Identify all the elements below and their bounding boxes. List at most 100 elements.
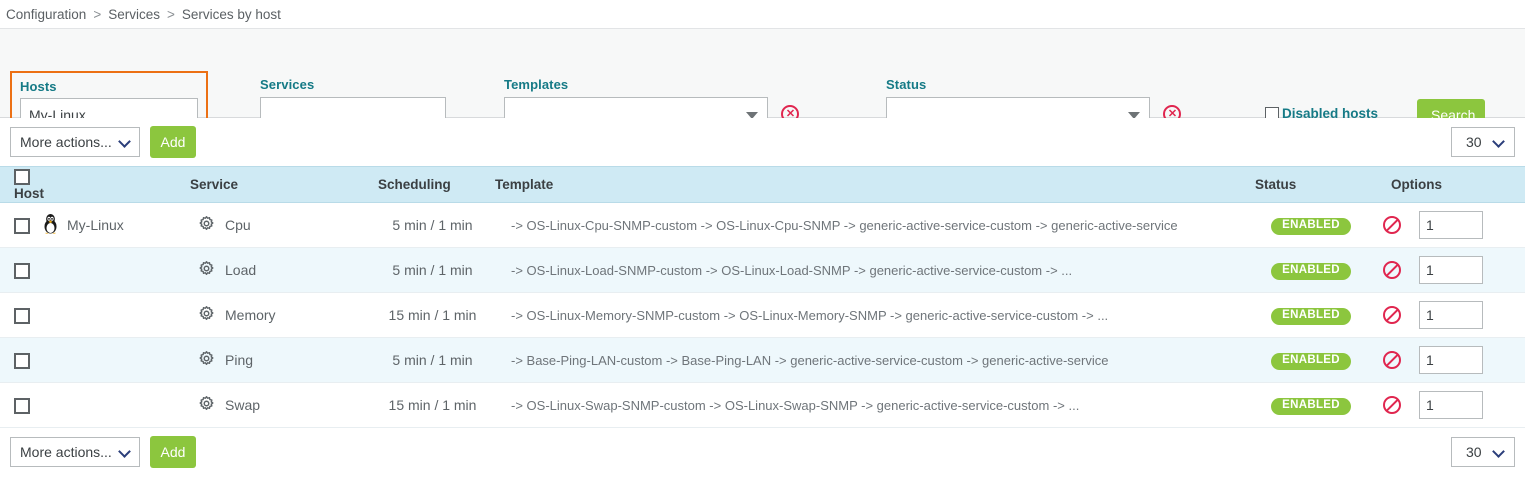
- service-cell: Memory: [190, 292, 370, 338]
- toolbar-top: More actions... Add 30: [0, 118, 1525, 166]
- host-cell: [42, 337, 190, 383]
- option-input[interactable]: [1419, 391, 1483, 419]
- template-cell: -> OS-Linux-Load-SNMP-custom -> OS-Linux…: [495, 247, 1255, 293]
- row-select-cell: [0, 292, 42, 338]
- scheduling-cell: 15 min / 1 min: [370, 292, 495, 338]
- status-badge: ENABLED: [1271, 397, 1351, 415]
- disable-icon[interactable]: [1383, 216, 1401, 234]
- template-cell: -> Base-Ping-LAN-custom -> Base-Ping-LAN…: [495, 337, 1255, 383]
- service-name[interactable]: Ping: [225, 352, 254, 368]
- column-header-host-spacer: [42, 166, 190, 203]
- breadcrumb-item-services-by-host[interactable]: Services by host: [181, 6, 281, 22]
- table-row: Load 5 min / 1 min -> OS-Linux-Load-SNMP…: [0, 247, 1525, 293]
- row-checkbox[interactable]: [14, 307, 30, 324]
- table-header: Host Service Scheduling Template Status …: [0, 166, 1525, 203]
- select-all-checkbox[interactable]: [14, 168, 30, 185]
- toolbar-bottom: More actions... Add 30: [0, 428, 1525, 476]
- chevron-down-icon: [1492, 445, 1505, 458]
- host-cell: [42, 247, 190, 293]
- scheduling-cell: 15 min / 1 min: [370, 382, 495, 428]
- filter-templates-label: Templates: [504, 77, 569, 92]
- options-cell: [1367, 292, 1525, 338]
- host-name[interactable]: My-Linux: [67, 217, 124, 233]
- breadcrumb-item-services[interactable]: Services: [108, 6, 160, 22]
- disable-icon[interactable]: [1383, 351, 1401, 369]
- linux-penguin-icon: [42, 213, 59, 237]
- service-name[interactable]: Swap: [225, 397, 261, 413]
- service-name[interactable]: Memory: [225, 307, 276, 323]
- table-row: Ping 5 min / 1 min -> Base-Ping-LAN-cust…: [0, 337, 1525, 383]
- more-actions-select-bottom[interactable]: More actions...: [10, 437, 140, 467]
- disable-icon[interactable]: [1383, 306, 1401, 324]
- filter-status-label: Status: [886, 77, 927, 92]
- table-body: My-Linux Cpu 5 min / 1 min -> OS-Linux-C…: [0, 202, 1525, 428]
- status-badge: ENABLED: [1271, 352, 1351, 370]
- row-checkbox[interactable]: [14, 217, 30, 234]
- option-input[interactable]: [1419, 346, 1483, 374]
- chevron-down-icon: [1128, 111, 1140, 119]
- gear-icon: [198, 395, 215, 415]
- breadcrumb-separator: >: [93, 6, 102, 22]
- column-header-host: Host: [14, 185, 44, 201]
- option-input[interactable]: [1419, 256, 1483, 284]
- column-header-template: Template: [495, 166, 1255, 203]
- template-cell: -> OS-Linux-Memory-SNMP-custom -> OS-Lin…: [495, 292, 1255, 338]
- status-cell: ENABLED: [1255, 337, 1367, 383]
- disabled-hosts-label: Disabled hosts: [1282, 106, 1379, 121]
- more-actions-label-top: More actions...: [20, 134, 112, 150]
- filter-hosts-label: Hosts: [20, 79, 57, 94]
- disable-icon[interactable]: [1383, 261, 1401, 279]
- service-name[interactable]: Cpu: [225, 217, 251, 233]
- page-size-select-bottom[interactable]: 30: [1451, 437, 1515, 467]
- host-cell: [42, 382, 190, 428]
- service-cell: Load: [190, 247, 370, 293]
- table-row: Swap 15 min / 1 min -> OS-Linux-Swap-SNM…: [0, 382, 1525, 428]
- service-name[interactable]: Load: [225, 262, 257, 278]
- disable-icon[interactable]: [1383, 396, 1401, 414]
- status-badge: ENABLED: [1271, 262, 1351, 280]
- add-button-top[interactable]: Add: [150, 126, 196, 158]
- table-header-row: Host Service Scheduling Template Status …: [0, 166, 1525, 203]
- page-size-value-top: 30: [1466, 134, 1482, 150]
- page-size-value-bottom: 30: [1466, 444, 1482, 460]
- service-cell: Cpu: [190, 202, 370, 248]
- column-header-options: Options: [1367, 166, 1525, 203]
- chevron-down-icon: [118, 445, 131, 458]
- breadcrumb-item-configuration[interactable]: Configuration: [6, 6, 87, 22]
- status-cell: ENABLED: [1255, 202, 1367, 248]
- status-cell: ENABLED: [1255, 382, 1367, 428]
- options-cell: [1367, 247, 1525, 293]
- options-cell: [1367, 337, 1525, 383]
- chevron-down-icon: [746, 111, 758, 119]
- page-size-select-top[interactable]: 30: [1451, 127, 1515, 157]
- status-cell: ENABLED: [1255, 292, 1367, 338]
- template-chain: -> Base-Ping-LAN-custom -> Base-Ping-LAN…: [511, 352, 1109, 368]
- table-row: Memory 15 min / 1 min -> OS-Linux-Memory…: [0, 292, 1525, 338]
- option-input[interactable]: [1419, 211, 1483, 239]
- breadcrumb-separator: >: [166, 6, 175, 22]
- row-checkbox[interactable]: [14, 262, 30, 279]
- row-select-cell: [0, 202, 42, 248]
- template-chain: -> OS-Linux-Load-SNMP-custom -> OS-Linux…: [511, 262, 1073, 278]
- template-chain: -> OS-Linux-Cpu-SNMP-custom -> OS-Linux-…: [511, 217, 1178, 233]
- chevron-down-icon: [1492, 135, 1505, 148]
- options-cell: [1367, 202, 1525, 248]
- chevron-down-icon: [118, 135, 131, 148]
- scheduling-cell: 5 min / 1 min: [370, 247, 495, 293]
- option-input[interactable]: [1419, 301, 1483, 329]
- row-checkbox[interactable]: [14, 352, 30, 369]
- column-header-scheduling: Scheduling: [370, 166, 495, 203]
- add-button-bottom[interactable]: Add: [150, 436, 196, 468]
- gear-icon: [198, 305, 215, 325]
- row-select-cell: [0, 337, 42, 383]
- breadcrumb: Configuration > Services > Services by h…: [0, 0, 1525, 28]
- column-header-status: Status: [1255, 166, 1367, 203]
- more-actions-select-top[interactable]: More actions...: [10, 127, 140, 157]
- service-cell: Ping: [190, 337, 370, 383]
- scheduling-cell: 5 min / 1 min: [370, 337, 495, 383]
- template-cell: -> OS-Linux-Cpu-SNMP-custom -> OS-Linux-…: [495, 202, 1255, 248]
- template-cell: -> OS-Linux-Swap-SNMP-custom -> OS-Linux…: [495, 382, 1255, 428]
- row-checkbox[interactable]: [14, 397, 30, 414]
- host-cell: My-Linux: [42, 202, 190, 248]
- gear-icon: [198, 260, 215, 280]
